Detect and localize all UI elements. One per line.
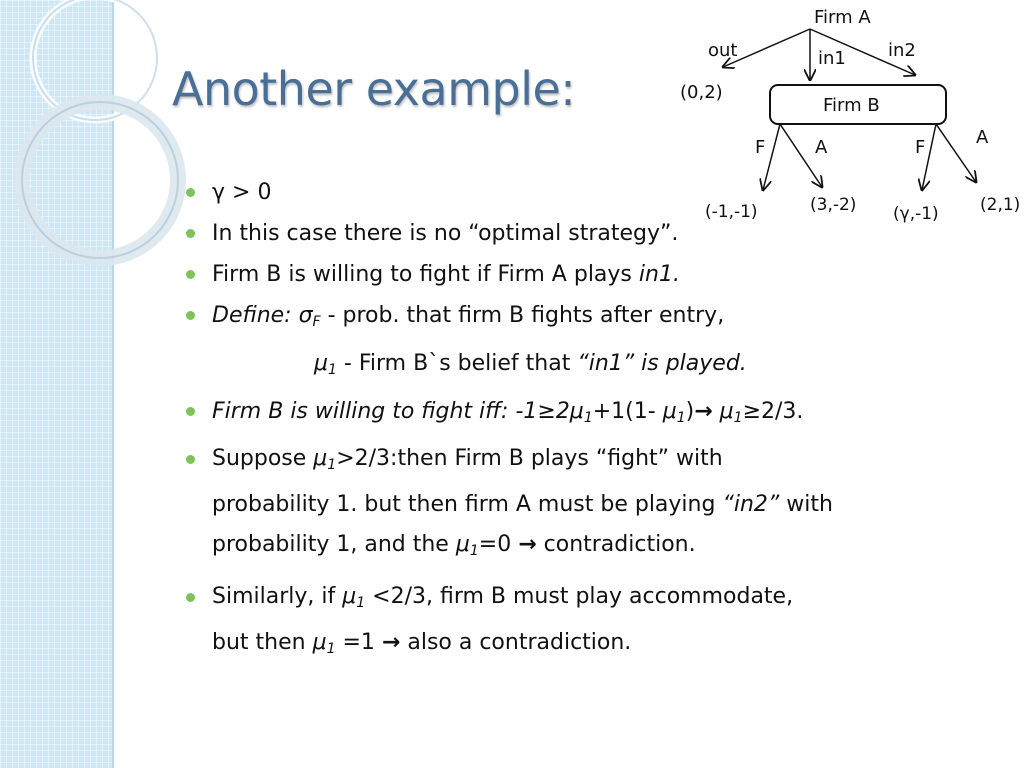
bullet-dot <box>186 270 195 279</box>
bullet-text: ≥2/3. <box>742 399 804 424</box>
payoff-in1-fight: (-1,-1) <box>705 202 758 222</box>
in2-branch-label: in2 <box>888 40 916 61</box>
bullet-italic-text: Define: σ <box>212 303 313 328</box>
subscript: 1 <box>356 595 366 611</box>
bullet-dot <box>186 188 195 197</box>
bullet-firm-b-fights: Firm B is willing to fight if Firm A pla… <box>182 254 1012 295</box>
bullet-text: =0 <box>478 532 519 557</box>
bullet-italic-text: Firm B is willing to fight iff: -1≥2μ <box>212 399 584 424</box>
payoff-in2-accommodate: (2,1) <box>980 195 1020 215</box>
out-branch-label: out <box>708 40 737 61</box>
left-accommodate-branch <box>779 123 822 187</box>
decorative-side-panel <box>0 0 114 768</box>
firm-b-label: Firm B <box>823 95 880 116</box>
bullet-suppose-case: Suppose μ1>2/3:then Firm B plays “fight”… <box>182 439 1012 571</box>
subscript: 1 <box>676 410 686 426</box>
right-arrow-icon: → <box>694 399 713 424</box>
bullet-text: γ > 0 <box>212 180 272 205</box>
decorative-circles <box>14 0 186 266</box>
bullet-define-sigma: Define: σF - prob. that firm B fights af… <box>182 295 1012 343</box>
game-tree-diagram: Firm A out in1 in2 (0,2) Firm B F A F A … <box>680 7 1020 224</box>
bullet-text: - prob. that firm B fights after entry, <box>320 303 725 328</box>
right-fight-label: F <box>915 137 925 158</box>
bullet-similarly-case: Similarly, if μ1 <2/3, firm B must play … <box>182 577 1012 669</box>
bullet-text: ) <box>685 399 695 424</box>
bullet-text: probability 1. but then firm A must be p… <box>212 492 723 517</box>
subscript: 1 <box>328 362 337 378</box>
bullet-dot <box>186 407 195 416</box>
bullet-italic-text: “in2” <box>722 492 780 517</box>
bullet-gamma-condition: γ > 0 <box>182 172 1012 213</box>
bullet-text: probability 1, and the <box>212 532 456 557</box>
left-accommodate-label: A <box>815 137 828 158</box>
bullet-text: In this case there is no “optimal strate… <box>212 221 679 246</box>
root-node-label: Firm A <box>814 7 871 28</box>
in1-branch-label: in1 <box>818 48 846 69</box>
subscript: 1 <box>583 410 593 426</box>
payoff-in1-accommodate: (3,-2) <box>810 195 856 215</box>
bullet-text: =1 <box>335 630 382 655</box>
subscript: 1 <box>469 543 479 559</box>
right-accommodate-branch <box>935 123 976 182</box>
mu-symbol: μ <box>455 532 470 557</box>
in2-branch <box>809 28 915 75</box>
bullet-text: Firm B is willing to fight if Firm A pla… <box>212 262 639 287</box>
subscript: 1 <box>733 410 743 426</box>
right-accommodate-label: A <box>976 127 989 148</box>
bullet-no-optimal-strategy: In this case there is no “optimal strate… <box>182 213 1012 254</box>
left-fight-branch <box>763 123 781 190</box>
bullet-fight-condition: Firm B is willing to fight iff: -1≥2μ1+1… <box>182 391 1012 439</box>
right-fight-branch <box>922 123 937 190</box>
mu-symbol: μ <box>312 630 327 655</box>
bullet-text: - Firm B`s belief that <box>336 351 578 376</box>
bullet-text: +1(1- <box>592 399 663 424</box>
right-arrow-icon: → <box>381 630 401 655</box>
left-fight-label: F <box>755 137 765 158</box>
out-branch <box>723 28 811 67</box>
bullet-text: Similarly, if <box>212 584 343 609</box>
subscript: F <box>312 314 321 330</box>
bullet-dot <box>186 593 195 602</box>
firm-b-information-set <box>769 84 947 125</box>
bullet-text: Suppose <box>212 446 314 471</box>
bullet-dot <box>186 311 195 320</box>
bullet-italic-text: in1. <box>638 262 680 287</box>
bullet-dot <box>186 229 195 238</box>
bullet-dot <box>186 455 195 464</box>
definition-mu1: μ1 - Firm B`s belief that “in1” is playe… <box>182 343 1012 391</box>
bullet-text: also a contradiction. <box>400 630 632 655</box>
bullet-italic-text: “in1” is played. <box>577 351 747 376</box>
mu-symbol: μ <box>712 399 734 424</box>
bullet-list: γ > 0 In this case there is no “optimal … <box>182 172 1012 669</box>
bullet-text: but then <box>212 630 313 655</box>
subscript: 1 <box>327 457 337 473</box>
right-arrow-icon: → <box>518 532 537 557</box>
bullet-text: contradiction. <box>536 532 696 557</box>
bullet-text: <2/3, firm B must play accommodate, <box>365 584 794 609</box>
bullet-text: >2/3:then Firm B plays “fight” with <box>336 446 723 471</box>
mu-symbol: μ <box>314 351 328 376</box>
out-payoff: (0,2) <box>680 82 723 103</box>
subscript: 1 <box>326 641 336 657</box>
mu-symbol: μ <box>342 584 357 609</box>
payoff-in2-fight: (γ,-1) <box>893 204 939 224</box>
mu-symbol: μ <box>313 446 328 471</box>
bullet-text: with <box>779 492 833 517</box>
slide-title: Another example: <box>172 62 576 116</box>
mu-symbol: μ <box>662 399 677 424</box>
